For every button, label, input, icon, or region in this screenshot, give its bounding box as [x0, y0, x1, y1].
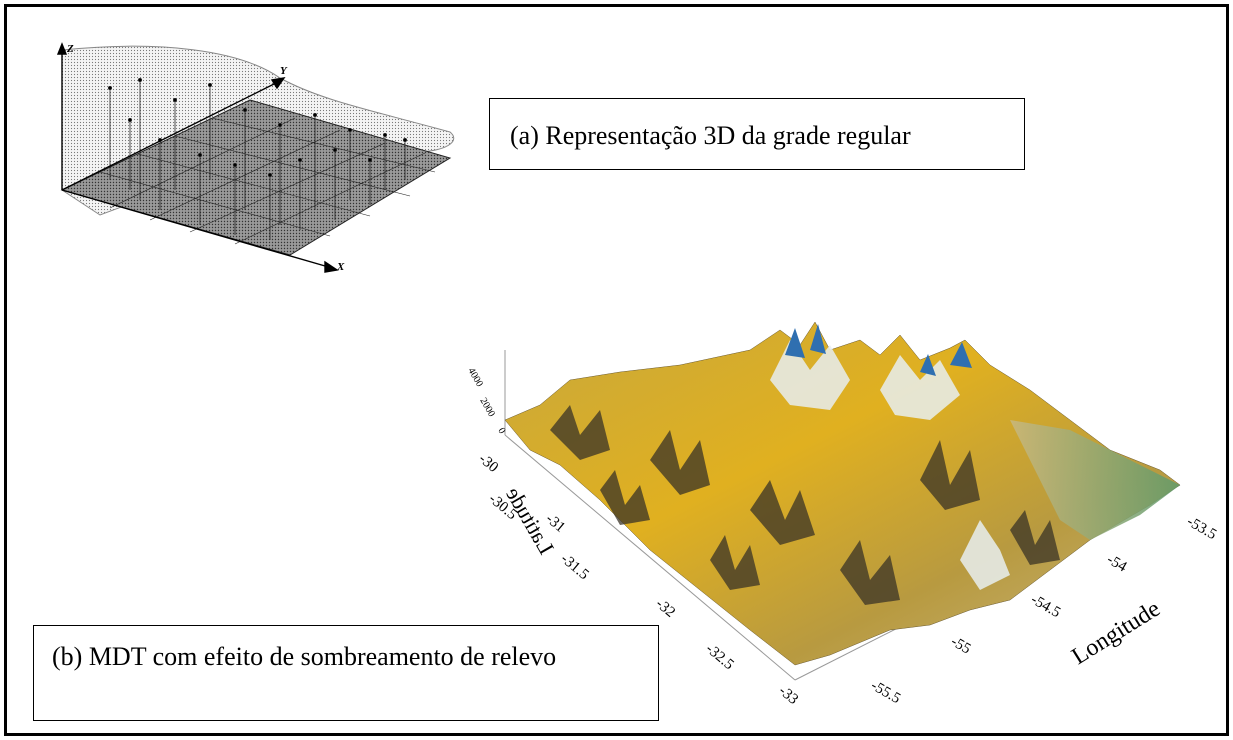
- z-axis-label: Z: [66, 43, 74, 55]
- caption-b: (b) MDT com efeito de sombreamento de re…: [33, 625, 659, 721]
- x-axis-label: X: [336, 261, 345, 273]
- lat-tick: -31.5: [557, 551, 591, 583]
- terrain-highlands: [770, 340, 1010, 590]
- z-tick-2000: 2000: [477, 396, 497, 419]
- z-tick-0: 0: [495, 426, 507, 436]
- lat-tick: -32.5: [702, 641, 736, 673]
- grid-lines: [99, 117, 436, 245]
- longitude-label: Longitude: [1067, 596, 1164, 670]
- lon-tick: -54: [1104, 552, 1130, 576]
- lat-tick: -30: [475, 451, 501, 476]
- terrain-shadows: [550, 405, 1060, 605]
- dem-shaded-relief: 4000 2000 0 -30 -30.5 -31 -31.5 -32 -32.…: [465, 321, 1219, 708]
- lon-tick: -54.5: [1028, 592, 1063, 621]
- lat-tick: -32: [652, 596, 678, 621]
- terrain-peaks: [785, 324, 972, 376]
- sample-points: [108, 78, 407, 240]
- lon-tick: -55.5: [868, 678, 903, 707]
- lon-tick: -55: [948, 634, 973, 658]
- caption-a: (a) Representação 3D da grade regular: [489, 98, 1025, 170]
- x-axis: [61, 189, 333, 269]
- y-axis: [61, 81, 279, 191]
- figure-frame: [4, 4, 1229, 736]
- terrain-surface: [504, 321, 1181, 666]
- terrain-green-zone: [1010, 420, 1180, 540]
- z-tick-4000: 4000: [465, 366, 485, 389]
- lat-tick: -33: [775, 683, 801, 708]
- y-axis-label: Y: [280, 65, 288, 77]
- regular-grid-3d-diagram: Z Y X: [56, 42, 455, 273]
